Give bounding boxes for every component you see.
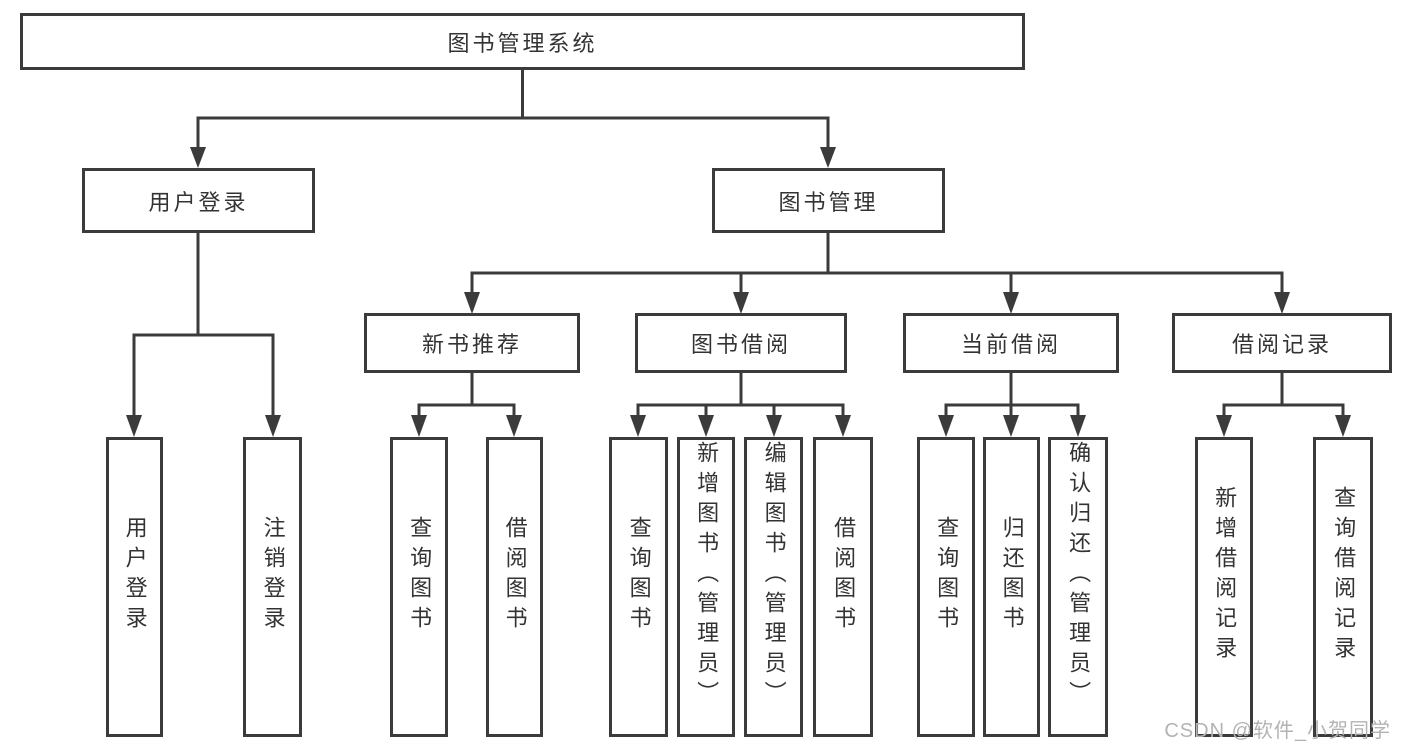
node-current-borrow-label: 当前借阅 bbox=[960, 332, 1061, 357]
node-new-book-recommend-label: 新书推荐 bbox=[421, 332, 522, 357]
leaf-borrow-edit-books-admin: 编辑图书（管理员） bbox=[744, 437, 803, 737]
node-root-system: 图书管理系统 bbox=[20, 13, 1025, 70]
leaf-records-query-record: 查询借阅记录 bbox=[1313, 437, 1373, 737]
connector-login-split bbox=[132, 333, 275, 416]
leaf-borrow-borrow-books: 借阅图书 bbox=[813, 437, 873, 737]
leaf-user-login-label: 用户登录 bbox=[122, 516, 148, 636]
leaf-newbooks-query-books: 查询图书 bbox=[390, 437, 448, 737]
leaf-current-confirm-return-admin-label: 确认归还（管理员） bbox=[1066, 441, 1092, 711]
leaf-records-add-record: 新增借阅记录 bbox=[1195, 437, 1253, 737]
connector-level3-split bbox=[470, 271, 1284, 295]
node-user-login: 用户登录 bbox=[82, 168, 315, 233]
node-book-management: 图书管理 bbox=[712, 168, 945, 233]
connector-newbooks-split bbox=[417, 403, 516, 416]
leaf-newbooks-borrow-books: 借阅图书 bbox=[486, 437, 543, 737]
leaf-records-add-record-label: 新增借阅记录 bbox=[1212, 486, 1238, 666]
node-book-borrow-label: 图书借阅 bbox=[690, 332, 791, 357]
node-book-borrow: 图书借阅 bbox=[635, 313, 847, 373]
connector-level2-split bbox=[196, 116, 830, 150]
arrowheads bbox=[126, 147, 1351, 437]
leaf-current-return-books-label: 归还图书 bbox=[999, 516, 1025, 636]
leaf-borrow-edit-books-admin-label: 编辑图书（管理员） bbox=[761, 441, 787, 711]
node-new-book-recommend: 新书推荐 bbox=[364, 313, 580, 373]
connector-records-split bbox=[1222, 403, 1345, 416]
leaf-records-query-record-label: 查询借阅记录 bbox=[1331, 486, 1357, 666]
leaf-user-login: 用户登录 bbox=[106, 437, 163, 737]
node-user-login-label: 用户登录 bbox=[148, 189, 249, 215]
leaf-logout-label: 注销登录 bbox=[260, 516, 286, 636]
leaf-borrow-add-books-admin: 新增图书（管理员） bbox=[677, 437, 735, 737]
leaf-newbooks-query-books-label: 查询图书 bbox=[407, 516, 433, 636]
leaf-current-confirm-return-admin: 确认归还（管理员） bbox=[1048, 437, 1108, 737]
connector-borrow-split bbox=[636, 403, 845, 416]
watermark: CSDN @软件_小贺同学 bbox=[1164, 720, 1391, 742]
leaf-logout: 注销登录 bbox=[243, 437, 302, 737]
leaf-borrow-query-books-label: 查询图书 bbox=[626, 516, 652, 636]
leaf-borrow-borrow-books-label: 借阅图书 bbox=[831, 516, 857, 636]
node-borrow-records-label: 借阅记录 bbox=[1231, 332, 1332, 357]
node-current-borrow: 当前借阅 bbox=[903, 313, 1119, 373]
leaf-current-return-books: 归还图书 bbox=[983, 437, 1040, 737]
node-root-label: 图书管理系统 bbox=[447, 30, 598, 56]
node-book-management-label: 图书管理 bbox=[778, 189, 879, 215]
leaf-current-query-books-label: 查询图书 bbox=[934, 516, 960, 636]
leaf-borrow-add-books-admin-label: 新增图书（管理员） bbox=[694, 441, 720, 711]
leaf-newbooks-borrow-books-label: 借阅图书 bbox=[502, 516, 528, 636]
node-borrow-records: 借阅记录 bbox=[1172, 313, 1392, 373]
leaf-current-query-books: 查询图书 bbox=[917, 437, 975, 737]
leaf-borrow-query-books: 查询图书 bbox=[609, 437, 668, 737]
